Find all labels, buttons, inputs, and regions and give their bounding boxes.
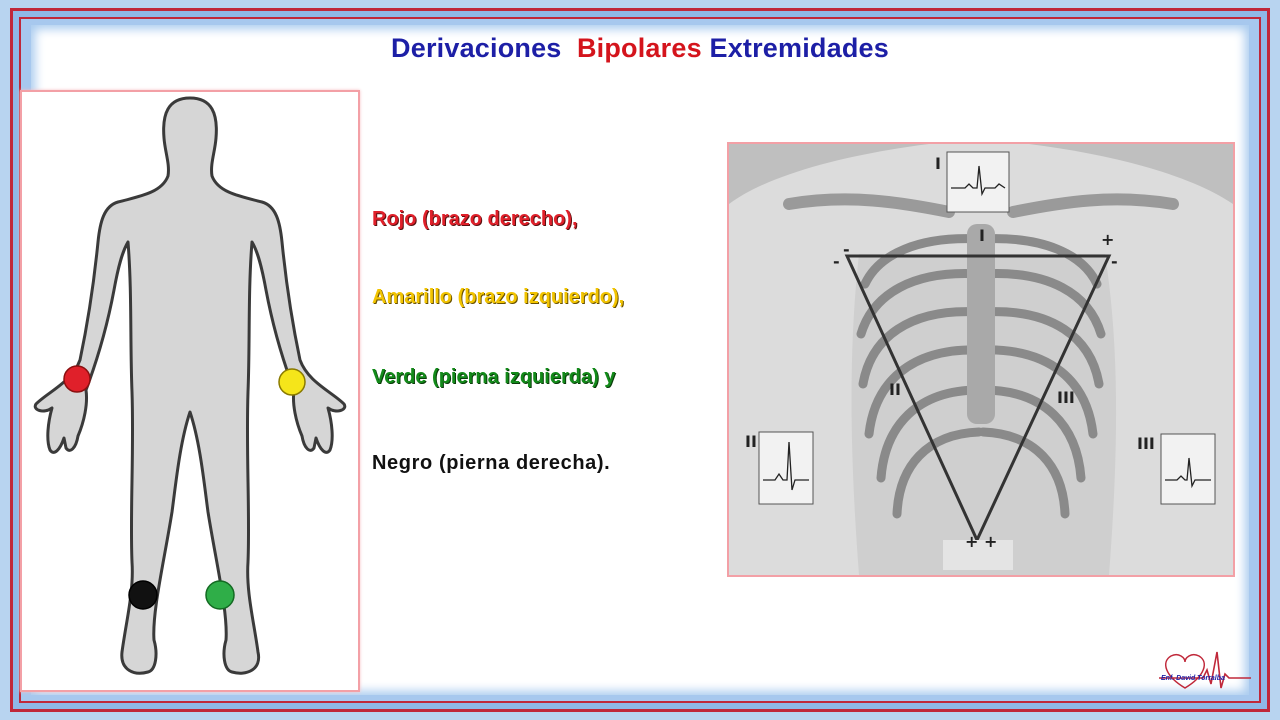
label-lead-I-top: I xyxy=(935,154,941,173)
label-minus-top-left: - xyxy=(843,240,850,259)
title-part-2: Bipolares xyxy=(576,33,702,63)
label-plus-top-right: + xyxy=(1101,230,1115,249)
label-lead-II: II xyxy=(889,380,901,399)
slide-title: Derivaciones Bipolares Extremidades xyxy=(0,33,1280,64)
label-lead-III: III xyxy=(1057,388,1075,407)
logo-author-text: Enf. David Torralba xyxy=(1161,675,1225,682)
heart-ecg-logo-icon xyxy=(1159,651,1251,689)
lead-item-green: Verde (pierna izquierda) y xyxy=(372,366,616,388)
lead-item-red: Rojo (brazo derecho), xyxy=(372,208,578,230)
electrode-right-arm-red xyxy=(63,365,91,393)
author-logo: Enf. David Torralba xyxy=(1155,648,1255,693)
electrode-left-arm-yellow xyxy=(278,368,306,396)
body-figure-panel xyxy=(20,90,360,692)
lead-item-yellow: Amarillo (brazo izquierdo), xyxy=(372,286,625,308)
human-body-illustration xyxy=(33,96,347,675)
electrode-left-leg-green xyxy=(205,580,235,610)
label-lead-III-box: III xyxy=(1137,434,1155,453)
electrode-right-leg-black xyxy=(128,580,158,610)
ribs xyxy=(856,234,1106,519)
body-silhouette xyxy=(33,96,347,675)
label-lead-II-box: II xyxy=(745,432,757,451)
einthoven-triangle xyxy=(844,254,1112,544)
title-part-1: Derivaciones xyxy=(391,33,562,63)
chest-ribcage-illustration xyxy=(729,144,1233,575)
einthoven-chest-panel: I I II III II III + - - - + + xyxy=(727,142,1235,577)
lead-item-black: Negro (pierna derecha). xyxy=(372,452,611,474)
label-lead-I: I xyxy=(979,226,985,245)
label-minus-left: - xyxy=(833,252,840,271)
title-part-3: Extremidades xyxy=(709,33,889,63)
label-plus-plus-bottom: + + xyxy=(965,532,998,551)
label-minus-right: - xyxy=(1111,252,1118,271)
